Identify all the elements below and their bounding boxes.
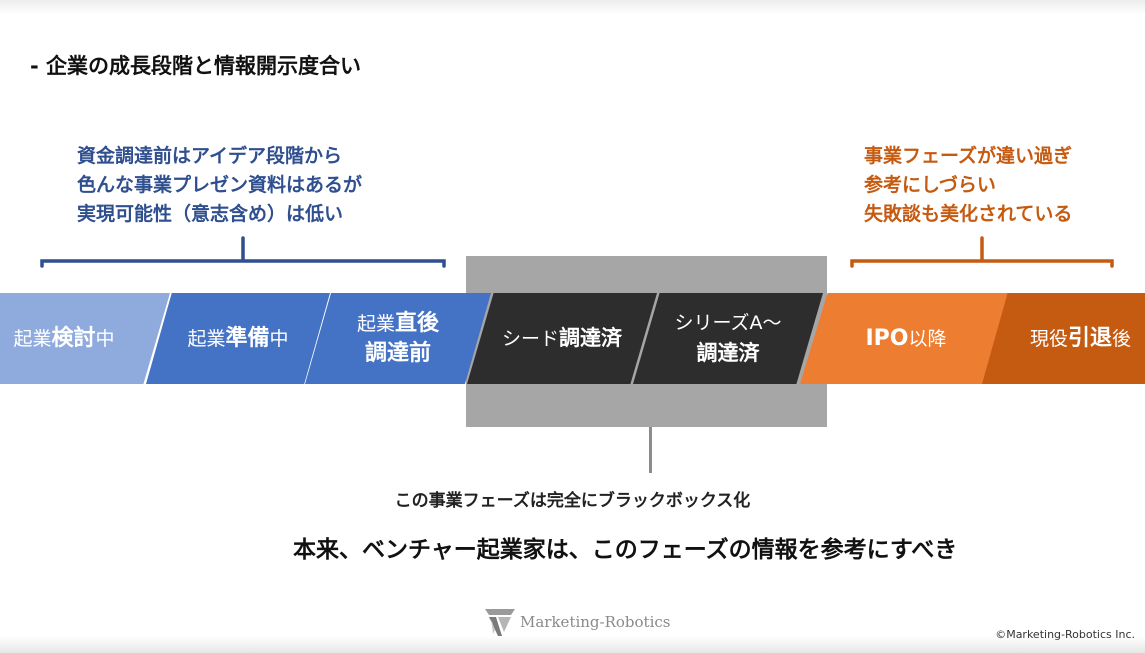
phase-after-retirement: 現役引退後 bbox=[982, 293, 1145, 384]
phase-6-suffix: 以降 bbox=[908, 327, 947, 350]
note-left-line-3: 実現可能性（意志含め）は低い bbox=[77, 203, 344, 225]
phase-2-text: 起業 bbox=[187, 327, 226, 350]
slide-title: - 企業の成長段階と情報開示度合い bbox=[30, 54, 362, 78]
copyright: ©Marketing-Robotics Inc. bbox=[995, 628, 1135, 641]
phase-5-text: シリーズA～ bbox=[674, 312, 782, 334]
phase-3-text: 起業 bbox=[356, 312, 395, 335]
black-box-caption: この事業フェーズは完全にブラックボックス化 bbox=[394, 491, 751, 511]
bracket-left bbox=[40, 236, 446, 268]
phase-2-suffix: 中 bbox=[269, 327, 289, 350]
phase-just-founded: 起業直後調達前 bbox=[305, 293, 491, 384]
phase-2-bold: 準備 bbox=[225, 325, 270, 351]
note-right: 事業フェーズが違い過ぎ 参考にしづらい 失敗談も美化されている bbox=[864, 142, 1072, 229]
phase-4-bold: 調達済 bbox=[559, 326, 622, 350]
phase-6-bold: IPO bbox=[865, 325, 909, 351]
note-left-line-1: 資金調達前はアイデア段階から bbox=[77, 145, 343, 167]
note-left: 資金調達前はアイデア段階から 色んな事業プレゼン資料はあるが 実現可能性（意志含… bbox=[77, 142, 362, 229]
phase-1-suffix: 中 bbox=[95, 327, 115, 350]
phase-post-ipo: IPO以降 bbox=[800, 293, 1012, 384]
note-right-line-3: 失敗談も美化されている bbox=[864, 203, 1073, 225]
note-right-line-1: 事業フェーズが違い過ぎ bbox=[864, 145, 1073, 167]
phase-5-bold: 調達済 bbox=[696, 341, 760, 365]
main-message: 本来、ベンチャー起業家は、このフェーズの情報を参考にすべき bbox=[293, 537, 958, 563]
phase-3-bold: 直後 bbox=[395, 310, 440, 336]
phase-preparing: 起業準備中 bbox=[146, 293, 330, 384]
phase-7-suffix: 後 bbox=[1112, 327, 1132, 350]
phase-considering: 起業検討中 bbox=[0, 293, 170, 384]
marketing-robotics-logo-icon bbox=[485, 609, 515, 636]
phase-seed-funded: シード調達済 bbox=[467, 293, 657, 384]
phase-1-bold: 検討 bbox=[51, 325, 96, 351]
phase-4-text: シード bbox=[501, 328, 559, 350]
note-right-line-2: 参考にしづらい bbox=[864, 174, 996, 196]
phase-3-line2: 調達前 bbox=[364, 340, 431, 366]
phase-1-text: 起業 bbox=[13, 327, 52, 350]
phase-7-text: 現役 bbox=[1029, 327, 1068, 350]
note-left-line-2: 色んな事業プレゼン資料はあるが bbox=[77, 174, 363, 196]
company-logo: Marketing-Robotics bbox=[484, 606, 670, 638]
phase-series-a-funded: シリーズA～ 調達済 bbox=[633, 293, 823, 384]
connector-line bbox=[649, 427, 652, 473]
phase-7-bold: 引退 bbox=[1067, 325, 1112, 351]
bracket-right bbox=[850, 236, 1114, 268]
logo-text: Marketing-Robotics bbox=[520, 613, 671, 631]
